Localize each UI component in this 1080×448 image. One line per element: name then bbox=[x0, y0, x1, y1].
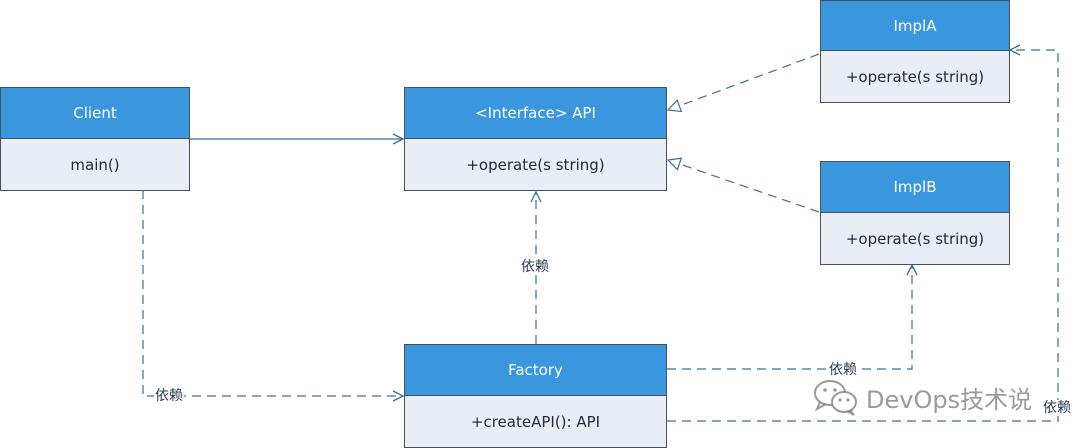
dependency-factory-implb bbox=[667, 265, 912, 370]
dependency-factory-impla bbox=[667, 50, 1059, 422]
class-factory-name: Factory bbox=[405, 345, 666, 396]
class-api-member: +operate(s string) bbox=[466, 155, 605, 174]
wechat-icon bbox=[814, 380, 857, 416]
class-impla-name: ImplA bbox=[821, 1, 1009, 51]
class-factory-member: +createAPI(): API bbox=[470, 412, 601, 431]
class-api[interactable]: <Interface> API +operate(s string) bbox=[404, 87, 667, 191]
class-client[interactable]: Client main() bbox=[0, 87, 190, 191]
class-impla[interactable]: ImplA +operate(s string) bbox=[820, 0, 1010, 103]
dependency-client-factory bbox=[142, 190, 403, 396]
class-api-name: <Interface> API bbox=[405, 88, 666, 139]
class-client-name: Client bbox=[1, 88, 189, 139]
class-factory[interactable]: Factory +createAPI(): API bbox=[404, 344, 667, 448]
label-client-factory: 依赖 bbox=[154, 388, 184, 404]
class-impla-member: +operate(s string) bbox=[845, 67, 985, 86]
class-implb-member: +operate(s string) bbox=[845, 229, 985, 248]
label-factory-api: 依赖 bbox=[520, 259, 550, 275]
realization-impla-api bbox=[668, 53, 820, 110]
realization-implb-api bbox=[668, 160, 820, 213]
class-implb[interactable]: ImplB +operate(s string) bbox=[820, 161, 1010, 265]
class-implb-name: ImplB bbox=[821, 162, 1009, 213]
watermark-text: DevOps技术说 bbox=[866, 385, 1033, 414]
class-client-member: main() bbox=[70, 155, 120, 174]
label-factory-implb: 依赖 bbox=[828, 362, 858, 378]
label-factory-impla: 依赖 bbox=[1042, 400, 1072, 416]
watermark: DevOps技术说 bbox=[812, 378, 1032, 416]
